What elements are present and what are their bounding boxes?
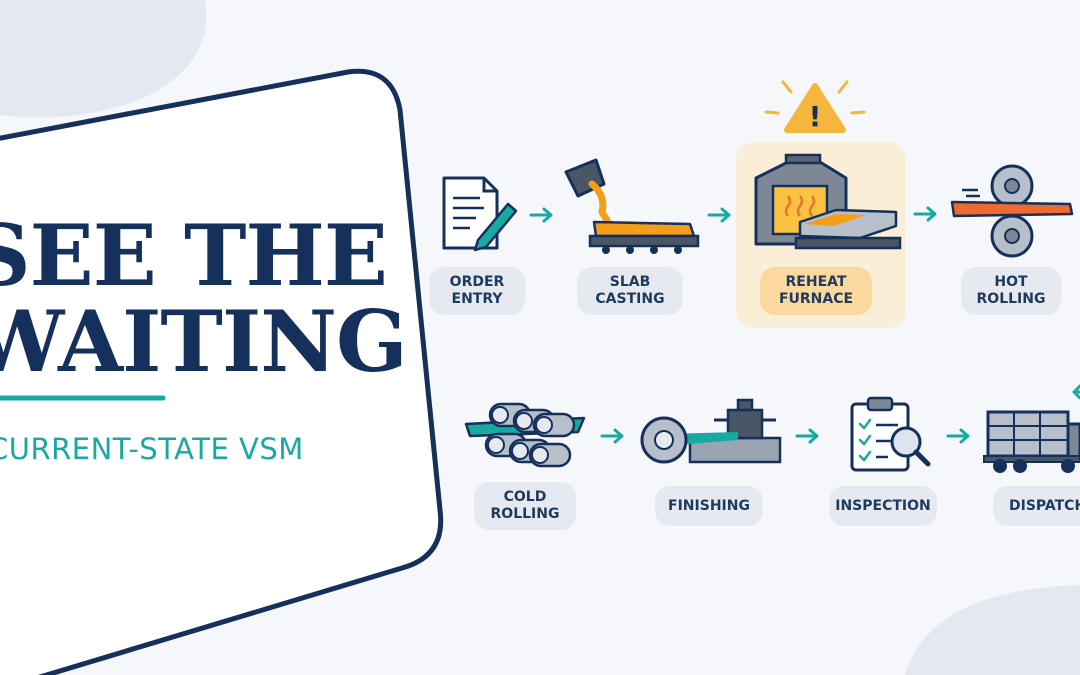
stage-label-finishing: FINISHING xyxy=(655,486,763,526)
clipboard-magnifier-icon xyxy=(850,396,931,472)
flow-arrow-4 xyxy=(600,428,624,444)
flow-arrow-return xyxy=(1072,384,1080,400)
headline-subtitle: CURRENT-STATE VSM xyxy=(0,432,304,466)
flow-arrow-5 xyxy=(795,428,819,444)
stage-label-slab-casting: SLAB CASTING xyxy=(577,267,683,315)
flow-arrow-2 xyxy=(707,207,731,223)
ladle-caster-icon xyxy=(564,158,700,254)
headline-line-1: SEE THE xyxy=(0,206,388,305)
stage-label-order-entry: ORDER ENTRY xyxy=(429,267,525,315)
bg-blob-top xyxy=(0,0,207,118)
warning-icon: ! xyxy=(764,80,866,133)
document-pen-icon xyxy=(442,176,518,252)
stage-label-dispatch: DISPATCH xyxy=(993,486,1080,526)
flow-arrow-6 xyxy=(946,428,970,444)
rolling-mill-icon xyxy=(950,164,1074,258)
truck-icon xyxy=(983,410,1080,473)
stage-label-inspection: INSPECTION xyxy=(829,486,937,526)
stage-label-cold-rolling: COLD ROLLING xyxy=(474,482,576,530)
finishing-line-icon xyxy=(640,398,782,464)
coils-icon xyxy=(464,402,586,468)
flow-arrow-3 xyxy=(913,206,937,222)
warning-symbol: ! xyxy=(809,100,822,133)
furnace-icon xyxy=(754,153,902,250)
headline-card xyxy=(0,68,444,675)
bg-blob-bottom-right xyxy=(905,585,1080,675)
flow-arrow-1 xyxy=(529,207,553,223)
stage-label-reheat-furnace: REHEAT FURNACE xyxy=(760,267,872,315)
headline-line-2: WAITING xyxy=(0,292,408,391)
stage-label-hot-rolling: HOT ROLLING xyxy=(961,267,1061,315)
